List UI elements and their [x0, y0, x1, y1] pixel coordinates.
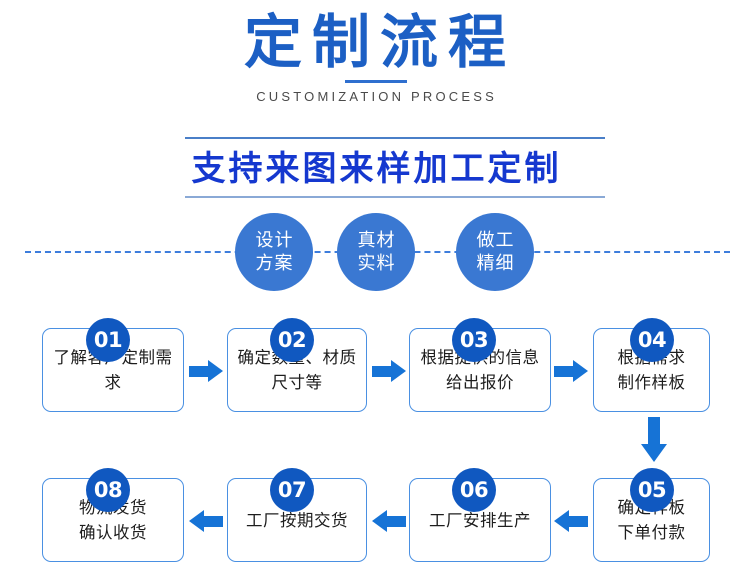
feature-circle-material: 真材 实料: [337, 213, 415, 291]
arrow-shaft: [189, 366, 209, 377]
arrow-shaft: [568, 516, 588, 527]
arrow-head: [372, 510, 387, 532]
flow-step-04-number-badge: 04: [630, 318, 674, 362]
flow-row-top: 了解客户定制需 求 01 确定数量、材质 尺寸等 02 根据提供的信息 给出报价: [0, 318, 750, 418]
flow-step-text-line2: 给出报价: [446, 373, 514, 392]
flow-step-text-line2: 确认收货: [79, 523, 147, 542]
arrow-shaft: [203, 516, 223, 527]
flow-step-text-line1: 工厂按期交货: [246, 510, 348, 530]
flow-step-text-line1: 工厂安排生产: [429, 510, 531, 530]
arrow-left-icon-06-to-07: [372, 510, 406, 532]
flow-step-01: 了解客户定制需 求: [42, 328, 184, 412]
flow-step-05-number-badge: 05: [630, 468, 674, 512]
flow-step-06-number-badge: 06: [452, 468, 496, 512]
arrow-right-icon-01-to-02: [189, 360, 223, 382]
feature-circle-label-line2: 实料: [357, 253, 396, 274]
arrow-shaft: [554, 366, 574, 377]
flow-step-01-number-badge: 01: [86, 318, 130, 362]
feature-circle-label-line1: 真材: [357, 230, 396, 251]
feature-circle-label-line1: 设计: [255, 230, 294, 251]
flow-step-text-line2: 尺寸等: [271, 373, 323, 392]
arrow-shaft: [372, 366, 392, 377]
page-subtitle-english: CUSTOMIZATION PROCESS: [256, 89, 497, 104]
flow-step-02-number-badge: 02: [270, 318, 314, 362]
feature-circle-label-line2: 精细: [476, 253, 515, 274]
arrow-head: [641, 444, 667, 462]
title-underline-rule: [345, 80, 407, 83]
flow-step-text-line2: 制作样板: [617, 373, 686, 392]
arrow-head: [554, 510, 569, 532]
feature-circle-label-line2: 方案: [255, 253, 294, 274]
page-title: 定制流程: [243, 8, 516, 76]
banner-rule-bottom: [185, 196, 605, 198]
flow-step-06-text: 工厂安排生产: [429, 508, 531, 533]
arrow-head: [573, 360, 588, 382]
feature-circle-row: 设计 方案 真材 实料 做工 精细: [0, 213, 750, 291]
arrow-left-icon-07-to-08: [189, 510, 223, 532]
flow-step-text-line2: 下单付款: [617, 523, 686, 542]
flow-step-07-number-badge: 07: [270, 468, 314, 512]
arrow-shaft: [648, 417, 660, 445]
feature-circle-label-line1: 做工: [476, 230, 515, 251]
flow-step-08-number-badge: 08: [86, 468, 130, 512]
feature-circle-design: 设计 方案: [235, 213, 313, 291]
flow-step-03-number-badge: 03: [452, 318, 496, 362]
feature-circle-craftsmanship: 做工 精细: [456, 213, 534, 291]
flow-step-07-text: 工厂按期交货: [246, 508, 348, 533]
arrow-down-icon-04-to-05: [641, 417, 667, 465]
flow-row-bottom: 物流发货 确认收货 08 工厂按期交货 07 工厂安排生产 06: [0, 468, 750, 568]
arrow-shaft: [386, 516, 406, 527]
arrow-head: [391, 360, 406, 382]
arrow-head: [208, 360, 223, 382]
arrow-right-icon-03-to-04: [554, 360, 588, 382]
arrow-right-icon-02-to-03: [372, 360, 406, 382]
arrow-left-icon-05-to-06: [554, 510, 588, 532]
flow-step-text-line2: 求: [104, 373, 122, 392]
arrow-head: [189, 510, 204, 532]
banner-headline: 支持来图来样加工定制: [191, 149, 562, 189]
banner-rule-top: [185, 137, 605, 139]
